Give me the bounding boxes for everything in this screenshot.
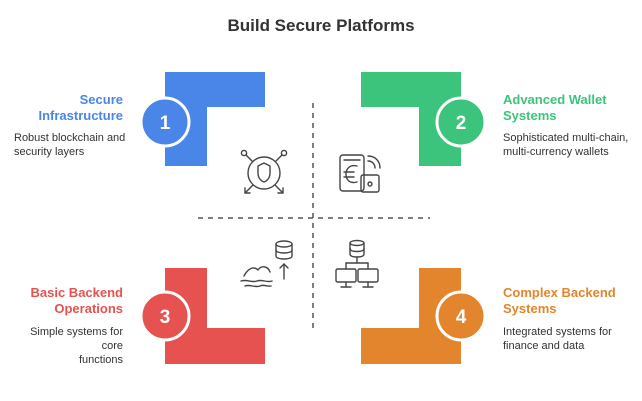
quadrant-4-description-line-2: finance and data bbox=[503, 340, 585, 352]
quadrant-4-block: 4 bbox=[361, 268, 487, 364]
quadrant-4-description: Integrated systems for finance and data bbox=[503, 325, 633, 353]
quadrant-1-description-line-2: security layers bbox=[14, 146, 85, 158]
quadrant-2-shape bbox=[361, 72, 461, 166]
quadrant-2-title-line-2: Systems bbox=[503, 108, 557, 123]
quadrant-3-badge bbox=[139, 290, 191, 342]
quadrant-2-title-line-1: Advanced Wallet bbox=[503, 92, 607, 107]
quadrant-3-number: 3 bbox=[160, 307, 171, 328]
quadrant-1-title-line-1: Secure bbox=[79, 92, 123, 107]
quadrant-4-title: Complex Backend Systems bbox=[503, 285, 633, 317]
shield-network-icon bbox=[240, 149, 288, 194]
quadrant-1-shape bbox=[165, 72, 265, 166]
quadrant-3-title: Basic Backend Operations bbox=[14, 285, 124, 317]
quadrant-3-block: 3 bbox=[139, 268, 265, 364]
quadrant-4-shape bbox=[361, 268, 461, 364]
quadrant-4-title-line-1: Complex Backend bbox=[503, 285, 616, 300]
quadrant-4-description-line-1: Integrated systems for bbox=[503, 326, 612, 338]
quadrant-3-title-line-1: Basic Backend bbox=[30, 285, 124, 300]
quadrant-4-title-line-2: Systems bbox=[503, 301, 557, 316]
quadrant-1-description-line-1: Robust blockchain and bbox=[14, 132, 126, 144]
quadrant-2-number: 2 bbox=[456, 113, 467, 134]
quadrant-3-shape bbox=[165, 268, 265, 364]
quadrant-1-badge bbox=[139, 96, 191, 148]
quadrant-3-description: Simple systems for core functions bbox=[6, 325, 123, 367]
database-upload-icon bbox=[240, 240, 293, 288]
quadrant-1-block: 1 bbox=[139, 72, 265, 166]
quadrant-3-description-line-2: functions bbox=[78, 354, 123, 366]
quadrant-4-badge bbox=[435, 290, 487, 342]
quadrant-2-description-line-2: multi-currency wallets bbox=[503, 146, 609, 158]
quadrant-1-title: Secure Infrastructure bbox=[20, 92, 123, 124]
quadrant-dividers bbox=[198, 103, 430, 330]
quadrant-4-number: 4 bbox=[456, 307, 467, 328]
quadrant-1-number: 1 bbox=[160, 113, 171, 134]
quadrant-3-description-line-1: Simple systems for core bbox=[30, 326, 123, 352]
quadrant-2-description-line-1: Sophisticated multi-chain, bbox=[503, 132, 629, 144]
quadrant-3-title-line-2: Operations bbox=[54, 301, 123, 316]
quadrant-1-description: Robust blockchain and security layers bbox=[14, 131, 139, 159]
quadrant-2-badge bbox=[435, 96, 487, 148]
quadrant-2-block: 2 bbox=[361, 72, 487, 166]
quadrant-2-description: Sophisticated multi-chain, multi-currenc… bbox=[503, 131, 639, 159]
quadrant-2-title: Advanced Wallet Systems bbox=[503, 92, 633, 124]
euro-wallet-nfc-icon bbox=[339, 154, 381, 193]
page-title: Build Secure Platforms bbox=[227, 16, 415, 35]
database-network-icon bbox=[335, 239, 379, 288]
quadrant-1-title-line-2: Infrastructure bbox=[38, 108, 123, 123]
